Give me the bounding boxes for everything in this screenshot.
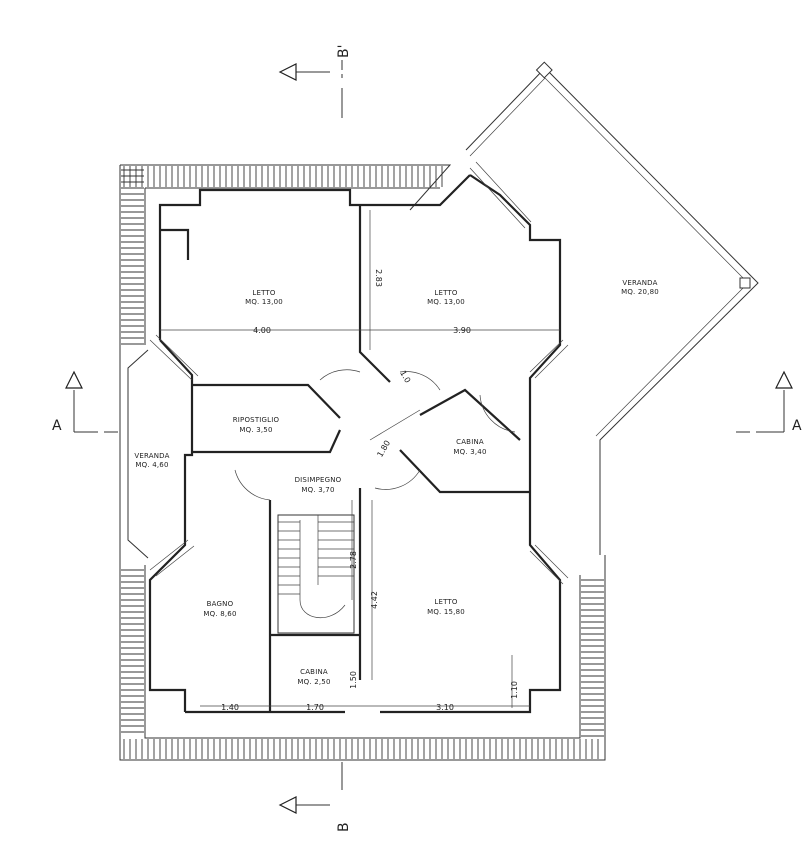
section-label: A [52,418,62,434]
west-veranda-outline [119,349,149,559]
room-name: CABINA [300,668,328,676]
dimension-lines [160,210,560,708]
room-name: CABINA [456,438,484,446]
dim-1-70: 1.70 [306,703,324,712]
exterior-walls [148,174,562,714]
room-area: MQ. 13,00 [427,298,465,306]
room-area: MQ. 20,80 [621,288,659,296]
room-area: MQ. 3,50 [239,426,272,434]
room-area: MQ. 4,60 [135,461,168,469]
dim-1-50: 1.50 [349,671,358,689]
dim-4-42: 4.42 [370,591,379,609]
room-area: MQ. 15,80 [427,608,465,616]
room-area: MQ. 3,40 [453,448,486,456]
section-marker-b-top: B' [278,45,352,118]
section-marker-a-left: A [52,370,118,434]
room-name: LETTO [434,598,458,606]
room-area: MQ. 3,70 [301,486,334,494]
room-name: DISIMPEGNO [295,476,342,484]
room-name: RIPOSTIGLIO [233,416,280,424]
section-label: A [792,418,802,434]
room-name: VERANDA [622,279,657,287]
dim-1-10: 1.10 [510,681,519,699]
room-name: BAGNO [207,600,234,608]
room-name: VERANDA [134,452,169,460]
east-veranda-outline [465,61,759,555]
interior-walls [192,205,530,712]
roof-eaves [119,164,606,761]
section-marker-a-right: A [736,370,802,434]
staircase [277,514,355,634]
section-marker-b-bottom: B [278,762,352,832]
dim-2-83: 2.83 [374,269,383,287]
section-label: B' [336,45,352,58]
dim-1-80: 1.80 [375,439,392,459]
room-name: LETTO [434,289,458,297]
section-label: B [336,822,352,832]
dim-3-90: 3.90 [453,326,471,335]
room-labels: LETTO MQ. 13,00 LETTO MQ. 13,00 VERANDA … [134,279,659,686]
dim-3-10: 3.10 [436,703,454,712]
windows [149,161,569,585]
room-area: MQ. 8,60 [203,610,236,618]
room-area: MQ. 13,00 [245,298,283,306]
dim-4-00: 4.00 [253,326,271,335]
dim-1-40: 1.40 [221,703,239,712]
dim-2-78: 2.78 [349,551,358,569]
room-area: MQ. 2,50 [297,678,330,686]
room-name: LETTO [252,289,276,297]
door-swings [234,369,516,501]
